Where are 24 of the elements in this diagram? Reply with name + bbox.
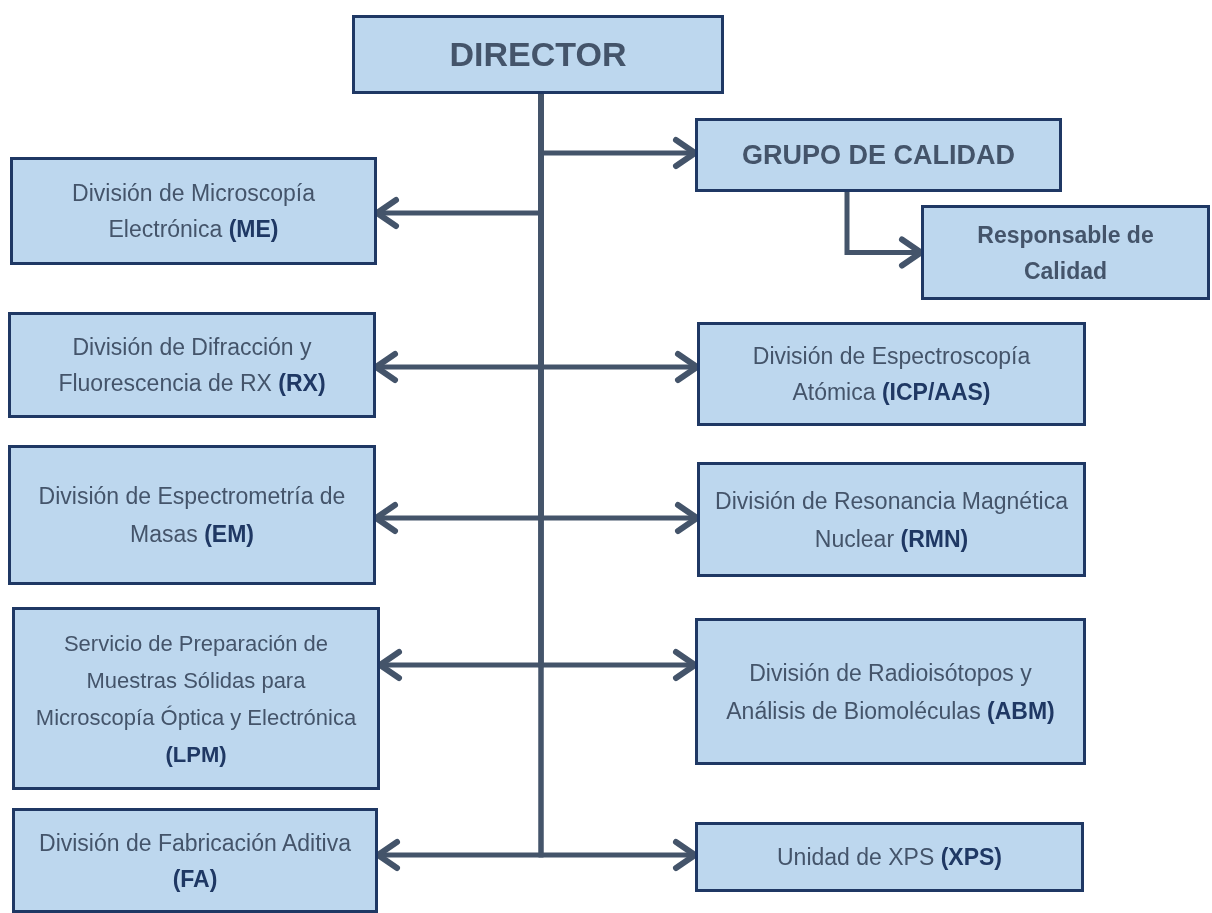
org-box xyxy=(12,808,378,913)
org-box xyxy=(695,118,1062,192)
org-box xyxy=(352,15,724,94)
unit-name: División de Difracción y Fluorescencia de RX (RX) xyxy=(57,333,327,398)
org-box xyxy=(8,445,376,585)
unit-name: División de Espectrometría de Masas (EM) xyxy=(37,482,347,549)
org-box xyxy=(697,462,1086,577)
org-box xyxy=(697,322,1086,426)
org-box xyxy=(12,607,380,790)
unit-name: División de Fabricación Aditiva (FA) xyxy=(38,828,352,894)
unit-name: División de Microscopía Electrónica (ME) xyxy=(71,179,316,244)
unit-name: División de Resonancia Magnética Nuclear (RMN) xyxy=(714,486,1069,554)
org-box xyxy=(921,205,1210,300)
unit-name: División de Espectroscopía Atómica (ICP/AAS) xyxy=(751,342,1032,407)
unit-name: DIRECTOR xyxy=(449,34,627,75)
unit-name: Responsable de Calidad xyxy=(976,220,1155,286)
org-box xyxy=(695,822,1084,892)
unit-name: División de Radioisótopos y Análisis de Biomoléculas (ABM) xyxy=(725,658,1056,726)
org-box xyxy=(8,312,376,418)
unit-name: Unidad de XPS (XPS) xyxy=(777,843,1002,872)
org-box xyxy=(10,157,377,265)
unit-name: Servicio de Preparación de Muestras Sólidas para Microscopía Óptica y Electrónica (LPM) xyxy=(34,629,358,769)
org-box xyxy=(695,618,1086,765)
unit-name: GRUPO DE CALIDAD xyxy=(742,138,1015,172)
